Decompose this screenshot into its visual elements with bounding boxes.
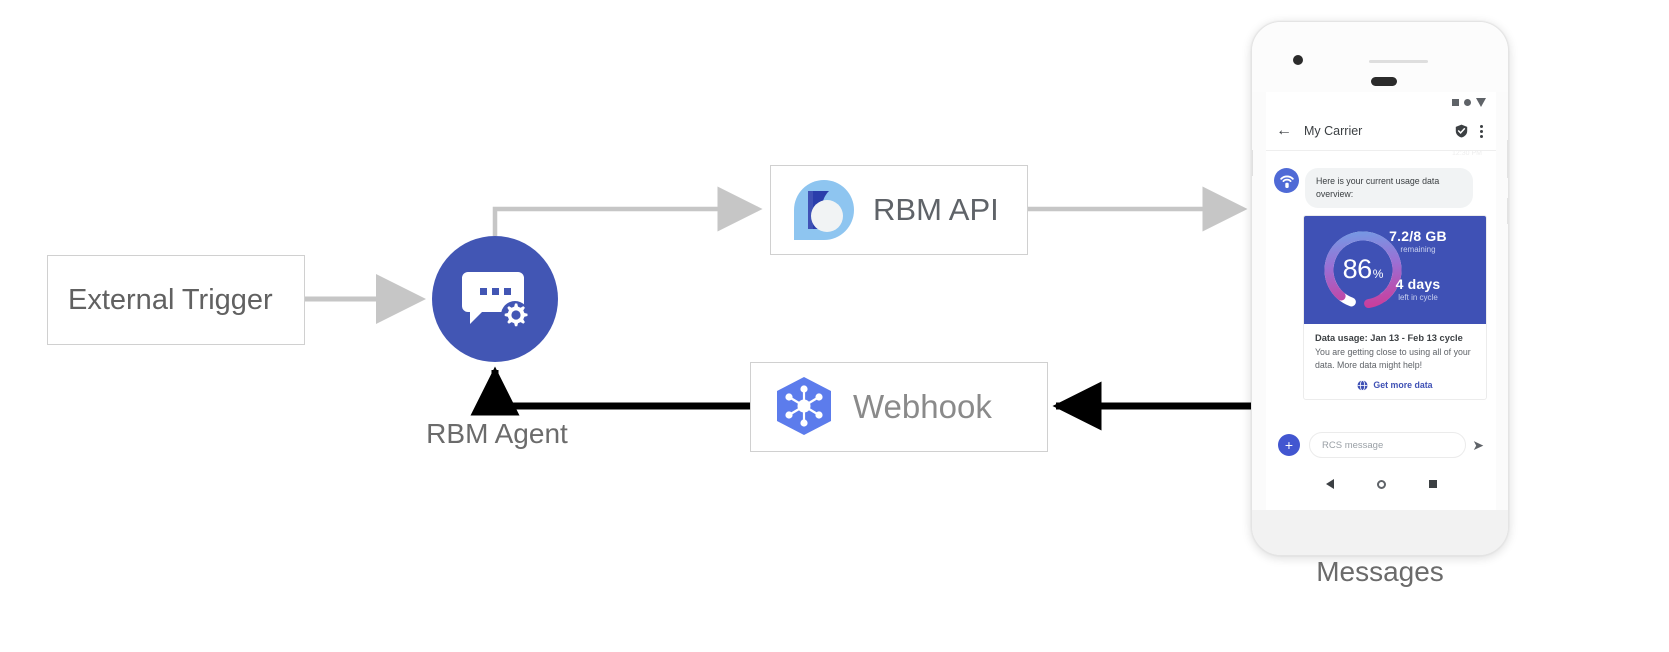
phone-power-button[interactable] xyxy=(1507,140,1508,178)
plus-icon[interactable]: + xyxy=(1278,434,1300,456)
node-external-trigger[interactable]: External Trigger xyxy=(47,255,305,345)
stat-data-remaining-caption: remaining xyxy=(1400,244,1436,254)
front-camera-icon xyxy=(1293,55,1303,65)
usage-gauge: 86 % xyxy=(1318,225,1408,315)
rcs-placeholder: RCS message xyxy=(1322,439,1384,451)
rich-card[interactable]: 86 % 7.2/8 GB remaining 4 days left in c… xyxy=(1303,214,1487,400)
overflow-menu-icon[interactable] xyxy=(1477,123,1486,140)
wifi-router-icon xyxy=(1274,168,1299,193)
earpiece-slit xyxy=(1369,60,1428,63)
message-composer: + RCS message ➤ xyxy=(1266,424,1496,466)
earpiece-speaker xyxy=(1371,77,1397,86)
phone-screen: ← My Carrier 12:30 PM xyxy=(1266,92,1496,512)
rbm-agent-label: RBM Agent xyxy=(426,418,568,449)
phone-volume-button[interactable] xyxy=(1507,198,1508,224)
external-trigger-label: External Trigger xyxy=(68,283,273,316)
app-bar: ← My Carrier xyxy=(1266,112,1496,150)
node-rbm-agent[interactable] xyxy=(432,236,558,362)
get-more-data-button[interactable]: Get more data xyxy=(1315,379,1475,391)
card-body: Data usage: Jan 13 - Feb 13 cycle You ar… xyxy=(1304,324,1486,399)
message-timestamp: 12:30 PM xyxy=(1452,150,1482,157)
phone-side-button-left[interactable] xyxy=(1252,150,1253,176)
card-stats: 7.2/8 GB remaining 4 days left in cycle xyxy=(1366,228,1470,302)
send-icon[interactable]: ➤ xyxy=(1472,436,1484,453)
phone-mockup: ← My Carrier 12:30 PM xyxy=(1251,21,1509,556)
globe-icon xyxy=(1357,379,1368,391)
back-nav-icon[interactable] xyxy=(1325,479,1334,489)
stat-data-remaining: 7.2/8 GB xyxy=(1389,227,1447,244)
chat-gear-icon xyxy=(462,272,529,329)
incoming-message-row: Here is your current usage data overview… xyxy=(1266,156,1496,208)
verified-shield-icon xyxy=(1455,124,1468,138)
card-description: You are getting close to using all of yo… xyxy=(1315,346,1471,370)
dot-icon xyxy=(1464,98,1471,106)
recents-nav-icon[interactable] xyxy=(1428,480,1437,488)
wire-agent-to-api xyxy=(492,186,763,236)
rbm-api-logo xyxy=(785,171,863,249)
back-arrow-icon[interactable]: ← xyxy=(1276,122,1292,139)
stat-days-left: 4 days xyxy=(1395,275,1441,292)
conversation-title: My Carrier xyxy=(1304,124,1363,138)
webhook-label: Webhook xyxy=(853,388,992,425)
node-webhook[interactable]: Webhook xyxy=(750,362,1048,452)
webhook-hexagon-icon xyxy=(765,368,843,446)
card-title: Data usage: Jan 13 - Feb 13 cycle xyxy=(1315,332,1463,343)
conversation-area: Here is your current usage data overview… xyxy=(1266,156,1496,400)
square-icon xyxy=(1452,98,1459,106)
gauge-percent-value: 86 % xyxy=(1342,254,1384,284)
app-bar-divider xyxy=(1266,150,1496,151)
stat-days-left-caption: left in cycle xyxy=(1398,292,1438,302)
phone-bottom-bezel xyxy=(1252,510,1508,555)
message-bubble: Here is your current usage data overview… xyxy=(1305,168,1473,208)
get-more-data-label: Get more data xyxy=(1373,380,1433,391)
signal-triangle-icon xyxy=(1476,97,1486,107)
node-rbm-api[interactable]: RBM API xyxy=(770,165,1028,255)
card-hero: 86 % 7.2/8 GB remaining 4 days left in c… xyxy=(1304,215,1486,324)
home-nav-icon[interactable] xyxy=(1376,479,1386,489)
rbm-api-label: RBM API xyxy=(873,192,999,227)
status-bar xyxy=(1266,92,1496,112)
wire-webhook-to-agent xyxy=(470,366,750,416)
messages-label: Messages xyxy=(1316,556,1444,587)
android-nav-bar xyxy=(1266,472,1496,496)
rcs-message-input[interactable]: RCS message xyxy=(1309,432,1467,458)
